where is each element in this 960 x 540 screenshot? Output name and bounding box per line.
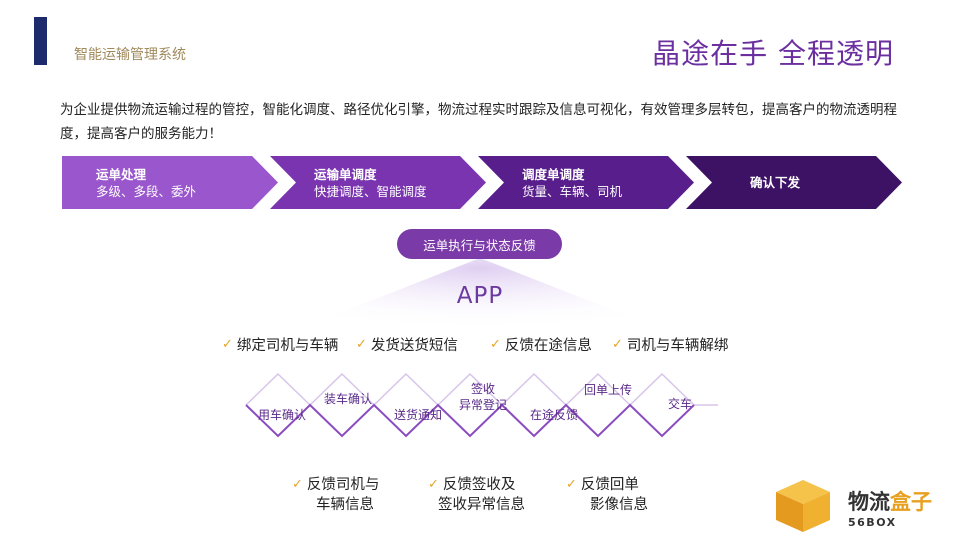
process-step: 签收 异常登记 bbox=[458, 382, 507, 412]
page-title: 晶途在手 全程透明 bbox=[652, 37, 894, 70]
process-step: 送货通知 bbox=[393, 408, 442, 422]
check-icon: ✓ bbox=[612, 337, 623, 352]
logo-name-part2: 盒子 bbox=[890, 490, 932, 514]
check-icon: ✓ bbox=[292, 477, 303, 492]
flow-step-4: 确认下发 bbox=[750, 156, 800, 209]
process-step: 在途反馈 bbox=[529, 408, 578, 422]
system-name: 智能运输管理系统 bbox=[74, 47, 186, 63]
bottom-feature: ✓反馈回单 影像信息 bbox=[566, 475, 648, 515]
flow-step-1-shape bbox=[62, 156, 278, 209]
bottom-feature-line1: 反馈回单 bbox=[580, 477, 639, 493]
bottom-feature: ✓反馈签收及 签收异常信息 bbox=[428, 475, 525, 515]
flow-step-3: 调度单调度 货量、车辆、司机 bbox=[522, 156, 622, 209]
flow-step-4-title: 确认下发 bbox=[750, 175, 801, 190]
bottom-feature-line1: 反馈签收及 bbox=[442, 477, 516, 493]
flow-step-3-title: 调度单调度 bbox=[522, 166, 585, 182]
flow-step-2-desc: 快捷调度、智能调度 bbox=[314, 183, 427, 199]
intro-text: 为企业提供物流运输过程的管控，智能化调度、路径优化引擎，物流过程实时跟踪及信息可… bbox=[60, 102, 897, 142]
feature-item: ✓ 绑定司机与车辆 bbox=[222, 334, 338, 355]
process-step: 交车 bbox=[667, 397, 692, 411]
flow-step-4-shape bbox=[686, 156, 902, 209]
feature-item: ✓ 发货送货短信 bbox=[356, 334, 458, 355]
feature-item: ✓ 反馈在途信息 bbox=[490, 334, 592, 355]
bottom-feature-line2: 车辆信息 bbox=[316, 497, 374, 513]
feedback-pill: 运单执行与状态反馈 bbox=[397, 229, 562, 259]
check-icon: ✓ bbox=[356, 337, 367, 352]
check-icon: ✓ bbox=[222, 337, 233, 352]
header-accent-bar bbox=[34, 17, 47, 65]
process-step: 回单上传 bbox=[583, 383, 632, 397]
flow-step-2: 运输单调度 快捷调度、智能调度 bbox=[314, 156, 427, 209]
check-icon: ✓ bbox=[566, 477, 577, 492]
flow-step-1-title: 运单处理 bbox=[96, 166, 147, 182]
flow-step-3-desc: 货量、车辆、司机 bbox=[522, 183, 623, 199]
bottom-feature-line2: 影像信息 bbox=[590, 497, 648, 513]
bottom-feature-line1: 反馈司机与 bbox=[306, 477, 380, 493]
logo-subtitle: 56BOX bbox=[848, 516, 897, 529]
check-icon: ✓ bbox=[428, 477, 439, 492]
process-flow: 运单处理 多级、多段、委外 运输单调度 快捷调度、智能调度 调度单调度 货量、车… bbox=[62, 156, 902, 209]
check-icon: ✓ bbox=[490, 337, 501, 352]
flow-step-3-shape bbox=[478, 156, 694, 209]
box-logo-icon bbox=[776, 480, 830, 532]
process-zigzag bbox=[245, 372, 718, 438]
flow-step-1-desc: 多级、多段、委外 bbox=[96, 183, 197, 199]
feature-label: 发货送货短信 bbox=[370, 338, 458, 354]
logo-name: 物流盒子 bbox=[848, 486, 932, 516]
process-step: 用车确认 bbox=[257, 408, 306, 422]
flow-step-2-title: 运输单调度 bbox=[314, 166, 377, 182]
bottom-feature: ✓反馈司机与 车辆信息 bbox=[292, 475, 379, 515]
app-title: APP bbox=[456, 283, 504, 309]
process-step: 装车确认 bbox=[323, 392, 372, 406]
flow-step-2-shape bbox=[270, 156, 486, 209]
flow-step-1: 运单处理 多级、多段、委外 bbox=[96, 156, 196, 209]
feature-label: 反馈在途信息 bbox=[504, 338, 592, 354]
feature-label: 绑定司机与车辆 bbox=[236, 338, 339, 354]
feature-label: 司机与车辆解绑 bbox=[626, 338, 729, 354]
flow-chevrons bbox=[62, 156, 902, 209]
logo-name-part1: 物流 bbox=[848, 490, 890, 514]
feature-item: ✓ 司机与车辆解绑 bbox=[612, 334, 728, 355]
app-glow bbox=[220, 258, 740, 360]
bottom-feature-line2: 签收异常信息 bbox=[438, 497, 525, 513]
